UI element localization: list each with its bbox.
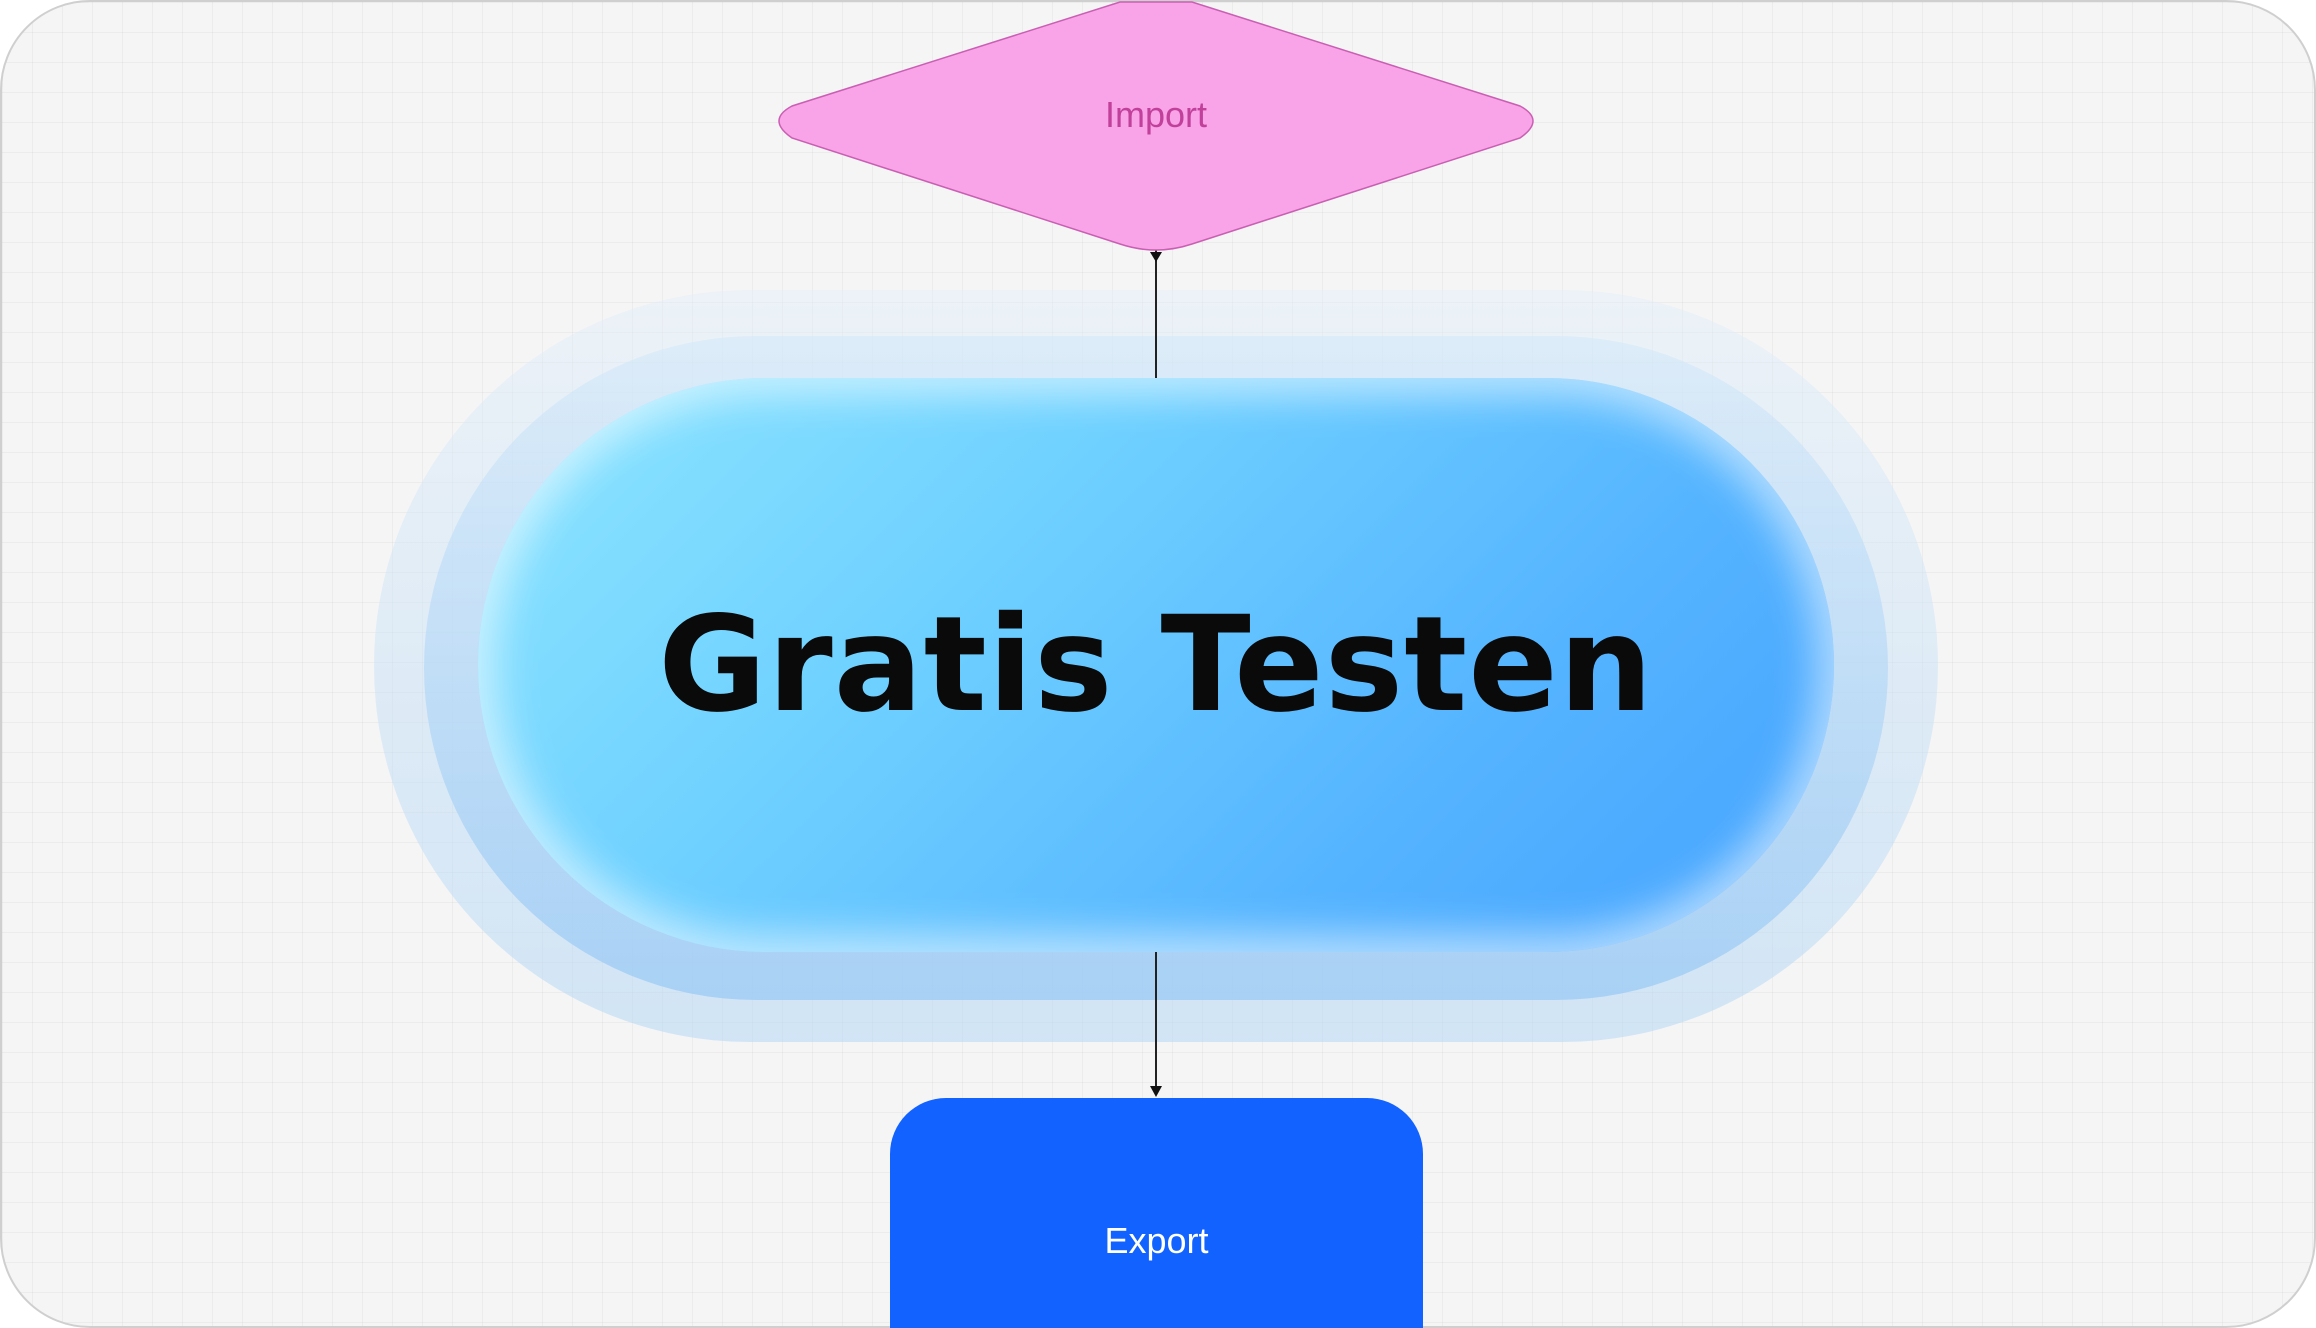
import-label: Import <box>1104 94 1208 135</box>
arrowhead-down-icon <box>1150 1086 1162 1097</box>
arrowhead-up-icon <box>1150 252 1162 262</box>
gratis-testen-button[interactable]: Gratis Testen <box>478 378 1834 952</box>
export-label: Export <box>1104 1220 1209 1261</box>
export-node[interactable]: Export <box>890 1098 1423 1328</box>
cta-label: Gratis Testen <box>658 588 1654 742</box>
